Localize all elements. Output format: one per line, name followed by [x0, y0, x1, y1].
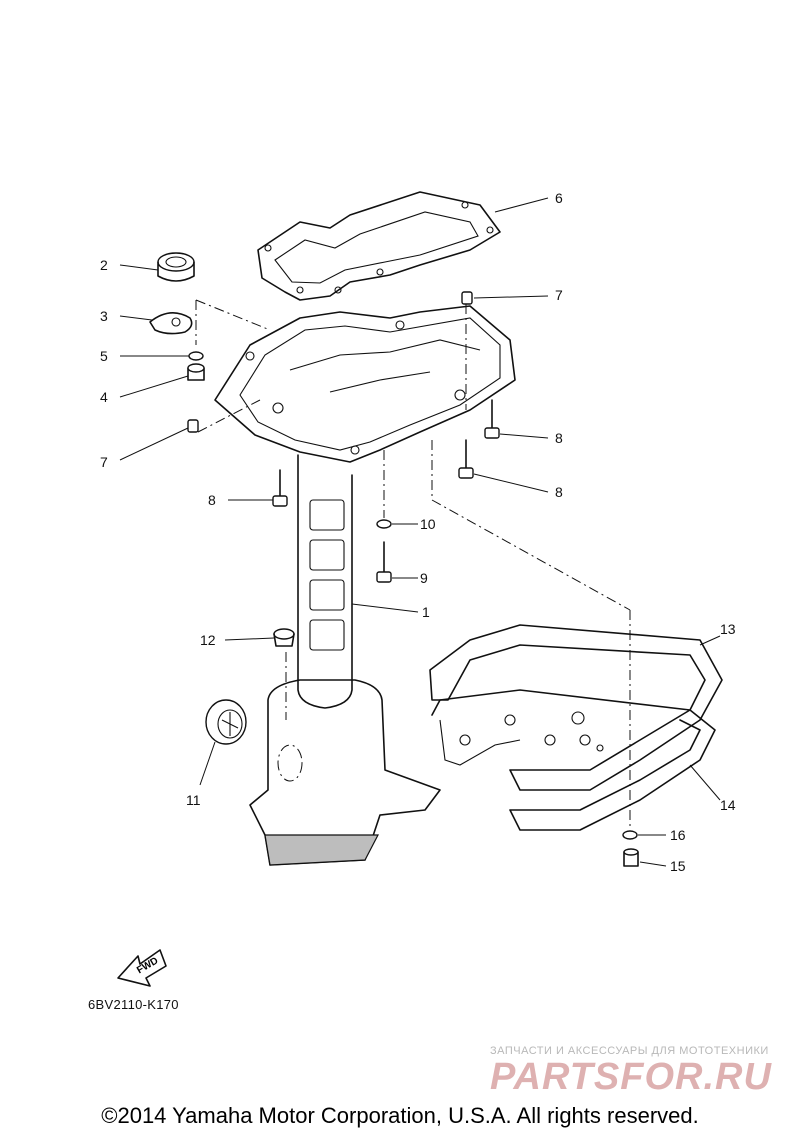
- callout-14: 14: [720, 797, 736, 813]
- bolt-part-15: [623, 848, 639, 867]
- dowel-part-7-lower: [187, 419, 199, 433]
- bolt-part-8-right-lower: [458, 439, 474, 479]
- housing-part-1: [249, 454, 441, 866]
- plug-part-11: [205, 699, 247, 745]
- callout-16: 16: [670, 827, 686, 843]
- plug-part-2: [157, 252, 195, 282]
- callout-3: 3: [100, 308, 108, 324]
- callout-6: 6: [555, 190, 563, 206]
- washer-part-10: [376, 519, 392, 529]
- clip-part-3: [149, 312, 193, 335]
- leader-lines: [119, 197, 721, 867]
- callout-7-lower: 7: [100, 454, 108, 470]
- callout-13: 13: [720, 621, 736, 637]
- callout-15: 15: [670, 858, 686, 874]
- watermark-logo: PARTSFOR.RU: [490, 1056, 772, 1098]
- copyright-notice: ©2014 Yamaha Motor Corporation, U.S.A. A…: [101, 1103, 699, 1128]
- callout-12: 12: [200, 632, 216, 648]
- bolt-part-8-left: [272, 469, 288, 507]
- plate-part-13: [429, 624, 723, 831]
- grommet-part-12: [273, 628, 295, 647]
- callout-4: 4: [100, 389, 108, 405]
- watermark-subtitle: ЗАПЧАСТИ И АКСЕССУАРЫ ДЛЯ МОТОТЕХНИКИ: [490, 1045, 769, 1057]
- bolt-part-8-right-upper: [484, 399, 500, 439]
- fwd-arrow-icon: FWD: [117, 949, 167, 987]
- callout-10: 10: [420, 516, 436, 532]
- diagram-code: 6BV2110-K170: [88, 997, 179, 1012]
- callout-8-right-upper: 8: [555, 430, 563, 446]
- upper-casing: [214, 305, 516, 463]
- callout-9: 9: [420, 570, 428, 586]
- exploded-parts-diagram: 2 3 5 4 6 7 7 8 8 8 10 9 1 12 11 13 14 1…: [100, 190, 736, 987]
- washer-part-16: [622, 830, 638, 840]
- callout-5: 5: [100, 348, 108, 364]
- bolt-part-9: [376, 541, 392, 583]
- gasket-part-6: [257, 191, 501, 301]
- dowel-part-7-upper: [461, 291, 473, 305]
- callout-11: 11: [186, 792, 201, 808]
- callout-labels: 2 3 5 4 6 7 7 8 8 8 10 9 1 12 11 13 14 1…: [100, 190, 736, 874]
- callout-8-left: 8: [208, 492, 216, 508]
- alignment-lines: [195, 299, 631, 828]
- bolt-part-4: [187, 363, 205, 381]
- callout-2: 2: [100, 257, 108, 273]
- callout-7-upper: 7: [555, 287, 563, 303]
- washer-part-5: [188, 351, 204, 361]
- callout-1: 1: [422, 604, 430, 620]
- callout-8-right-lower: 8: [555, 484, 563, 500]
